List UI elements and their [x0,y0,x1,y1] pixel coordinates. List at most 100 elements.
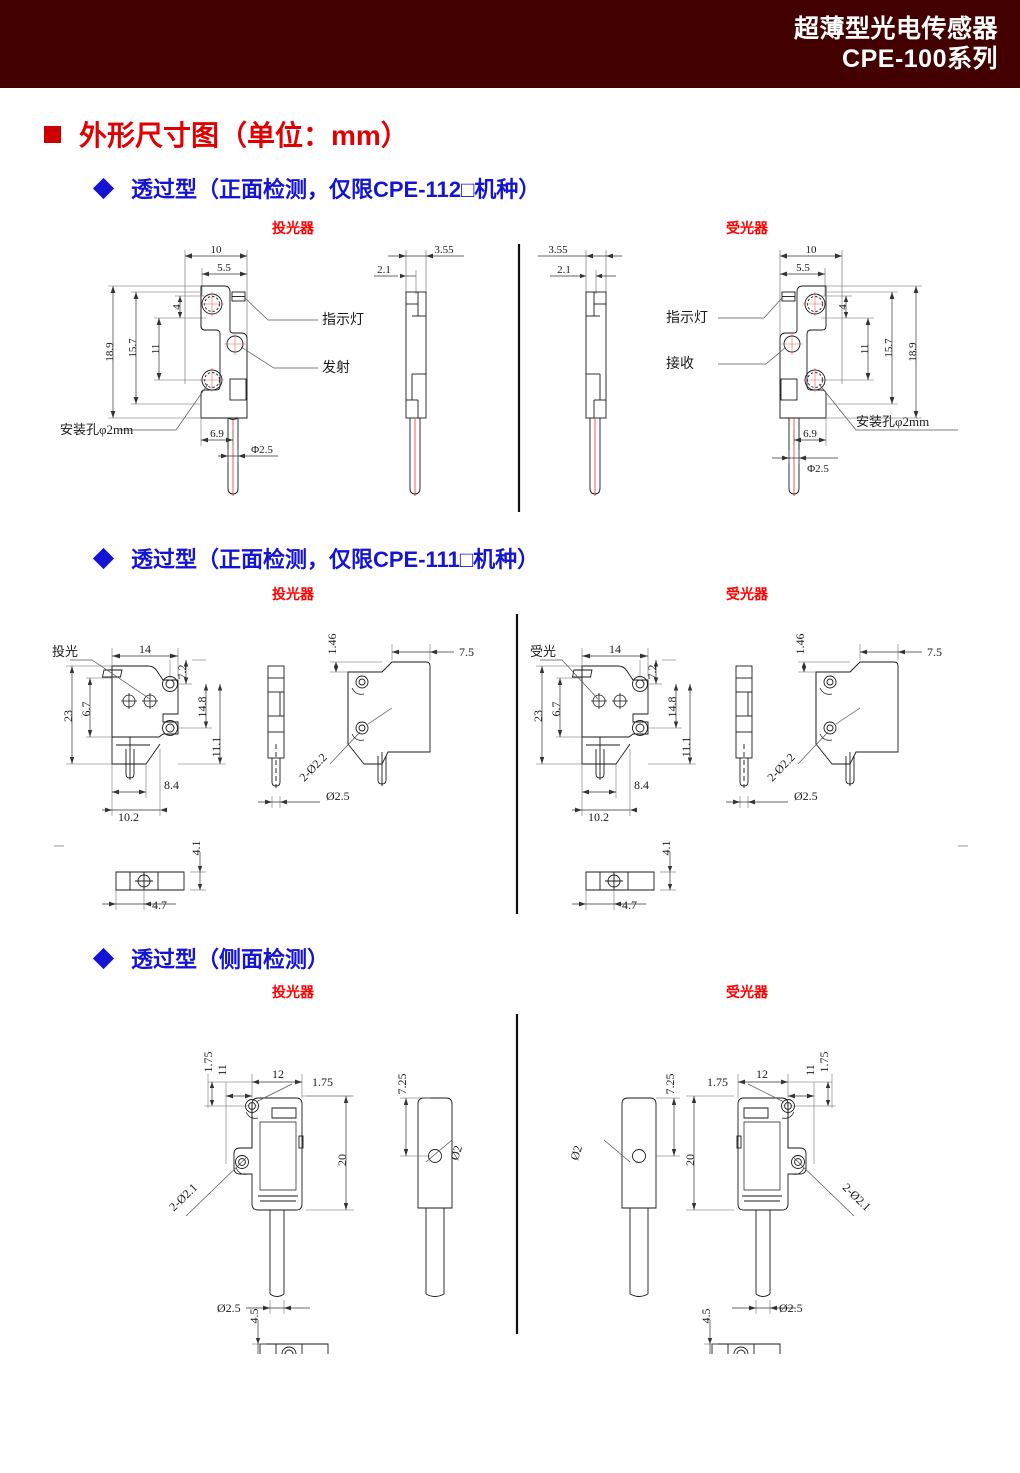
svg-text:4: 4 [837,304,849,310]
drawing-group-side: 投光器 受光器 [0,974,1020,1354]
svg-text:1.75: 1.75 [707,1075,728,1089]
svg-text:23: 23 [61,710,75,722]
header-series-name: CPE-100系列 [842,45,998,73]
svg-text:Ø2: Ø2 [447,1144,465,1162]
svg-text:23: 23 [531,710,545,722]
receiver-label-1: 受光器 [726,220,768,236]
svg-text:4.5: 4.5 [699,1309,713,1324]
svg-text:投光: 投光 [52,644,78,659]
svg-text:4.7: 4.7 [152,898,167,912]
svg-text:2-Ø2.2: 2-Ø2.2 [296,750,329,784]
receiver-side-view-1: 3.55 2.1 [538,244,622,496]
subsection-heading-side: 透过型（侧面检测） [92,942,1020,974]
svg-text:4: 4 [171,304,183,310]
svg-text:15.7: 15.7 [883,338,895,358]
receiver-views-3: 12 11 1.75 1.75 20 2-Ø2.1 Ø2.5 7.25 Ø2 4… [567,1052,874,1354]
svg-text:2.1: 2.1 [377,264,391,276]
svg-text:2-Ø2.1: 2-Ø2.1 [166,1180,200,1213]
receiver-front-view-1: 10 5.5 18.9 15.7 11 4 6.9 Φ2.5 指示灯 接收 安装… [666,244,958,496]
svg-text:7.5: 7.5 [927,645,942,659]
svg-text:指示灯: 指示灯 [666,310,708,326]
svg-text:Φ2.5: Φ2.5 [251,444,273,456]
svg-text:20: 20 [683,1154,697,1166]
svg-text:10: 10 [211,244,223,256]
svg-text:安装孔φ2mm: 安装孔φ2mm [60,422,133,437]
svg-text:7.5: 7.5 [459,645,474,659]
svg-text:10: 10 [806,244,818,256]
drawing-group-cpe-111: 投光器 受光器 [0,574,1020,924]
svg-text:1.75: 1.75 [312,1075,333,1089]
svg-text:5.5: 5.5 [796,262,810,274]
svg-text:20: 20 [335,1154,349,1166]
subsection-heading-cpe-112: 透过型（正面检测，仅限CPE-112□机种） [92,172,1020,204]
svg-text:14.8: 14.8 [195,697,209,718]
section-divider-3 [515,1014,519,1334]
receiver-views-2: 14 7.2 14.8 11.1 23 6.7 8.4 10.2 受光 Ø2.5… [530,634,968,912]
svg-text:2-Ø2.2: 2-Ø2.2 [764,750,797,784]
svg-text:1.46: 1.46 [793,634,807,655]
svg-text:11: 11 [803,1064,817,1076]
svg-text:8.4: 8.4 [164,778,179,792]
emitter-label-1: 投光器 [272,220,314,236]
subsection-heading-cpe-111: 透过型（正面检测，仅限CPE-111□机种） [92,542,1020,574]
svg-text:10.2: 10.2 [588,810,609,824]
page-header: 超薄型光电传感器 CPE-100系列 [0,0,1020,88]
emitter-views-2: 14 7.2 14.8 11.1 23 6.7 8.4 10.2 投光 Ø2.5… [52,634,474,913]
svg-text:6.9: 6.9 [803,428,817,440]
svg-text:安装孔φ2mm: 安装孔φ2mm [856,414,929,429]
square-bullet-icon [44,125,61,143]
svg-text:5.5: 5.5 [217,262,231,274]
svg-text:7.2: 7.2 [175,665,189,680]
emitter-views-3: 12 11 1.75 1.75 20 2-Ø2.1 Ø2.5 7.25 Ø2 4… [166,1052,465,1354]
svg-text:18.9: 18.9 [907,342,919,362]
svg-text:7.25: 7.25 [663,1074,677,1095]
svg-text:6.7: 6.7 [79,702,93,717]
svg-text:14: 14 [609,642,621,656]
receiver-label-2: 受光器 [726,586,768,602]
svg-text:3.55: 3.55 [548,244,568,256]
svg-text:15.7: 15.7 [127,338,139,358]
svg-text:Φ2.5: Φ2.5 [807,463,829,475]
svg-text:11.1: 11.1 [209,737,223,758]
subsection-label: 透过型（正面检测，仅限CPE-111□机种） [131,547,540,572]
svg-text:12: 12 [272,1067,284,1081]
svg-text:Ø2.5: Ø2.5 [326,789,350,803]
svg-text:发射: 发射 [322,360,350,376]
svg-text:3.55: 3.55 [434,244,454,256]
svg-text:12: 12 [756,1067,768,1081]
svg-text:Ø2.5: Ø2.5 [217,1301,241,1315]
page-title-text: 外形尺寸图（单位：mm） [79,120,409,151]
drawing-group-cpe-112: 投光器 受光器 [0,204,1020,524]
svg-text:10.2: 10.2 [118,810,139,824]
svg-text:4.5: 4.5 [247,1309,261,1324]
svg-text:1.75: 1.75 [817,1052,831,1073]
svg-text:4.1: 4.1 [189,841,203,856]
svg-text:4.7: 4.7 [622,898,637,912]
svg-text:Ø2.5: Ø2.5 [779,1301,803,1315]
svg-text:11: 11 [150,344,162,355]
subsection-label: 透过型（正面检测，仅限CPE-112□机种） [131,177,541,202]
svg-text:1.46: 1.46 [325,634,339,655]
svg-text:6.9: 6.9 [210,428,224,440]
svg-text:11.1: 11.1 [679,737,693,758]
svg-text:接收: 接收 [666,355,694,372]
diamond-bullet-icon [92,177,115,199]
svg-text:7.25: 7.25 [395,1074,409,1095]
svg-text:指示灯: 指示灯 [322,312,364,328]
svg-text:14.8: 14.8 [665,697,679,718]
svg-text:7.2: 7.2 [645,665,659,680]
header-product-name: 超薄型光电传感器 [793,15,998,43]
svg-text:4.1: 4.1 [659,841,673,856]
receiver-label-3: 受光器 [726,984,768,1000]
emitter-label-2: 投光器 [272,586,314,602]
svg-text:1.75: 1.75 [201,1052,215,1073]
svg-text:Ø2.5: Ø2.5 [794,789,818,803]
svg-text:2.1: 2.1 [557,264,571,276]
svg-text:受光: 受光 [530,644,556,659]
emitter-label-3: 投光器 [272,984,314,1000]
svg-text:2-Ø2.1: 2-Ø2.1 [840,1180,874,1213]
emitter-front-view-1: 10 5.5 18.9 15.7 11 4 6.9 Φ2.5 指示灯 发射 安装… [60,244,364,496]
svg-text:18.9: 18.9 [104,342,116,362]
section-divider-2 [515,614,519,914]
svg-text:Ø2: Ø2 [567,1144,585,1162]
